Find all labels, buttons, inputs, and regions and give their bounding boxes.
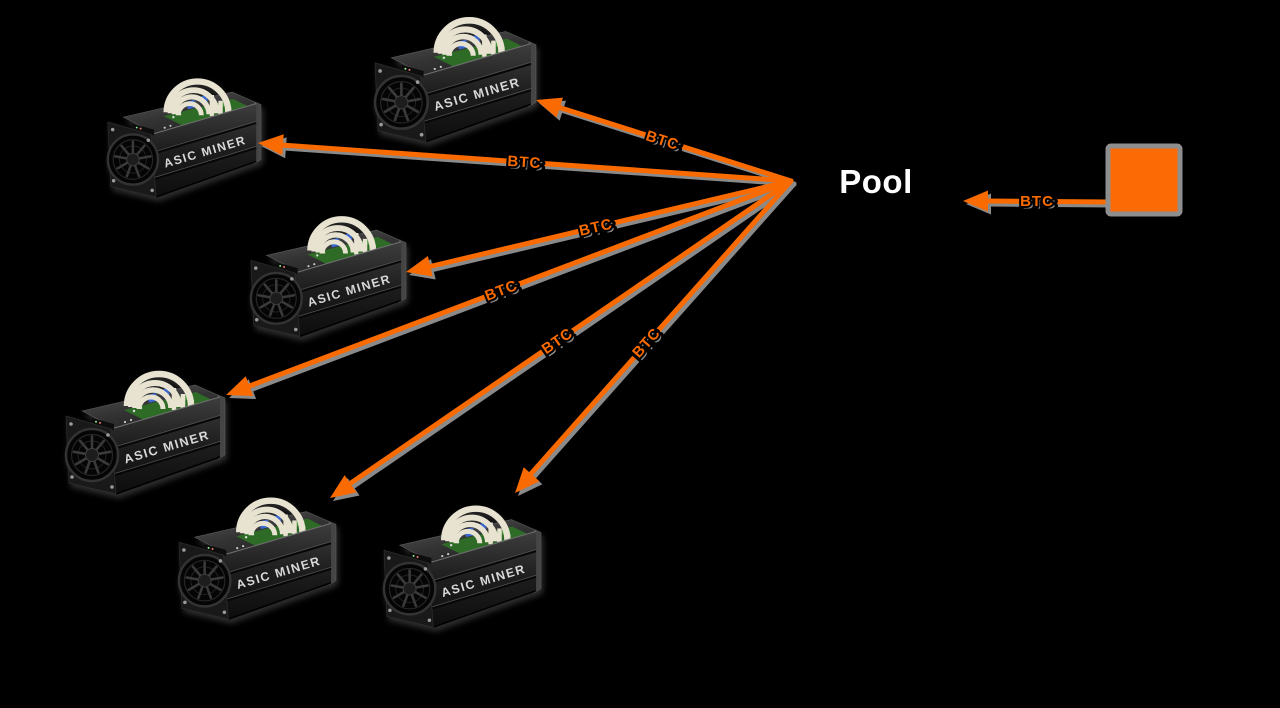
btc-label: BTC BTC [505, 151, 547, 178]
btc-arrow-miner-5: BTC BTC [330, 178, 797, 501]
asic-miner-4 [66, 374, 225, 494]
btc-label: BTC BTC [576, 213, 620, 245]
btc-arrow-miner-1: BTC BTC [536, 97, 797, 187]
btc-label: BTC BTC [642, 125, 687, 159]
wallet-node [1105, 143, 1183, 217]
svg-text:BTC: BTC [1023, 196, 1057, 213]
asic-miner-3 [251, 219, 406, 336]
miners-group [66, 20, 541, 627]
btc-arrow-miner-2: BTC BTC [258, 134, 797, 187]
asic-miner-6 [384, 509, 541, 628]
pool-label: Pool [839, 163, 913, 200]
btc-label: BTC BTC [481, 275, 526, 310]
svg-text:BTC: BTC [507, 153, 542, 172]
btc-arrow-wallet: BTC BTC [963, 190, 1116, 216]
svg-text:BTC: BTC [1020, 193, 1054, 210]
btc-arrow-miner-3: BTC BTC [406, 178, 797, 280]
wallet-square [1105, 143, 1183, 217]
btc-label: BTC BTC [1018, 191, 1058, 216]
asic-miner-1 [375, 20, 536, 141]
asic-miner-5 [179, 501, 336, 620]
asic-miner-2 [108, 81, 261, 197]
